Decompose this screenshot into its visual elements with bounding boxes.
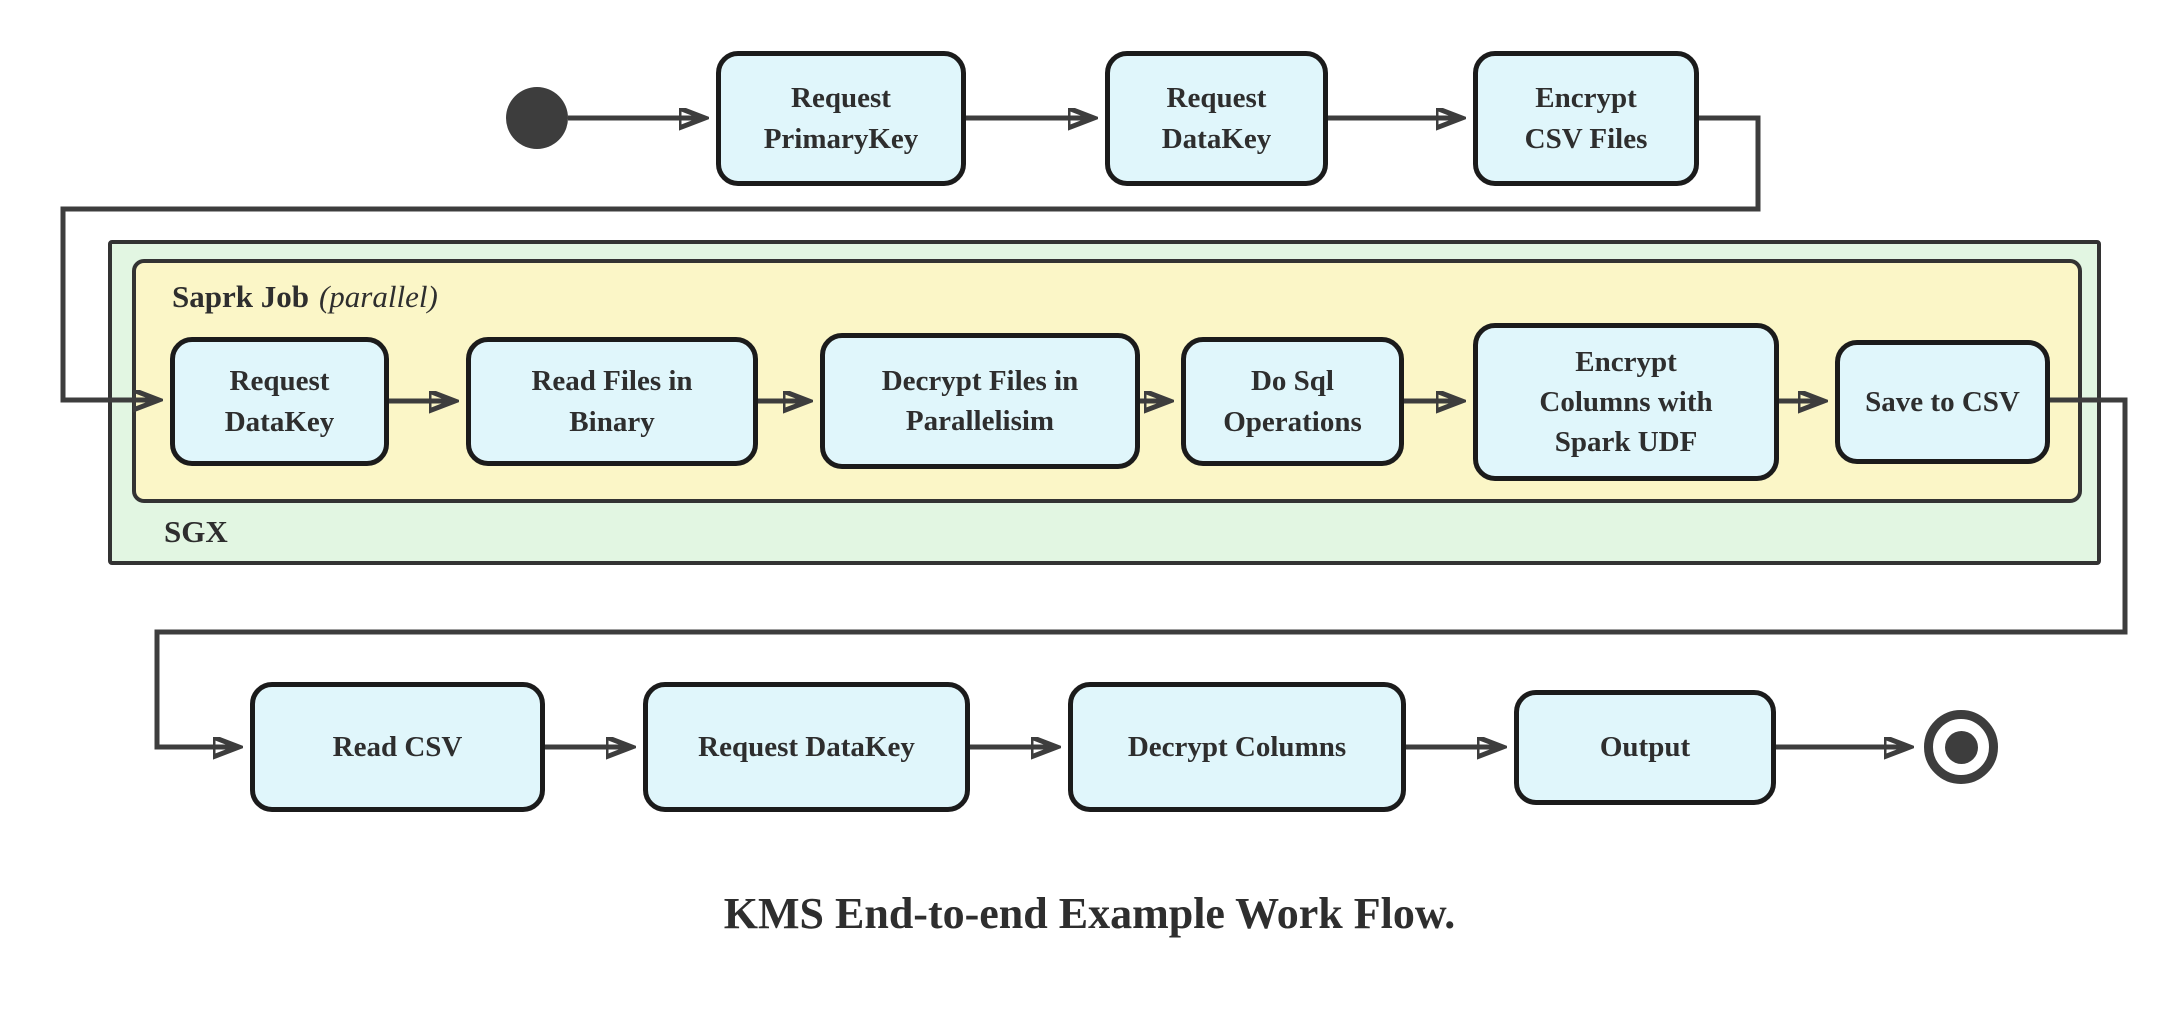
node-request-primarykey: Request PrimaryKey <box>716 51 966 186</box>
node-spark-request-datakey: Request DataKey <box>170 337 389 466</box>
node-bottom-request-datakey: Request DataKey <box>643 682 970 812</box>
node-request-datakey: Request DataKey <box>1105 51 1328 186</box>
node-encrypt-csv-files: Encrypt CSV Files <box>1473 51 1699 186</box>
diagram-caption: KMS End-to-end Example Work Flow. <box>723 889 1456 938</box>
node-encrypt-columns-with-spark-udf: Encrypt Columns with Spark UDF <box>1473 323 1779 481</box>
node-output: Output <box>1514 690 1776 805</box>
end-node-icon <box>1924 710 1998 784</box>
node-decrypt-columns: Decrypt Columns <box>1068 682 1406 812</box>
start-node-icon <box>506 87 568 149</box>
sgx-label: SGX <box>164 514 228 549</box>
spark-job-label-title: Saprk Job <box>172 279 309 314</box>
node-read-files-in-binary: Read Files in Binary <box>466 337 758 466</box>
node-save-to-csv: Save to CSV <box>1835 340 2050 464</box>
node-read-csv: Read CSV <box>250 682 545 812</box>
spark-job-label-mode: (parallel) <box>318 279 438 314</box>
spark-job-label: Saprk Job (parallel) <box>172 279 438 315</box>
node-do-sql-operations: Do Sql Operations <box>1181 337 1404 466</box>
end-node-inner-dot <box>1944 730 1978 764</box>
node-decrypt-files-in-parallelisim: Decrypt Files in Parallelisim <box>820 333 1140 469</box>
